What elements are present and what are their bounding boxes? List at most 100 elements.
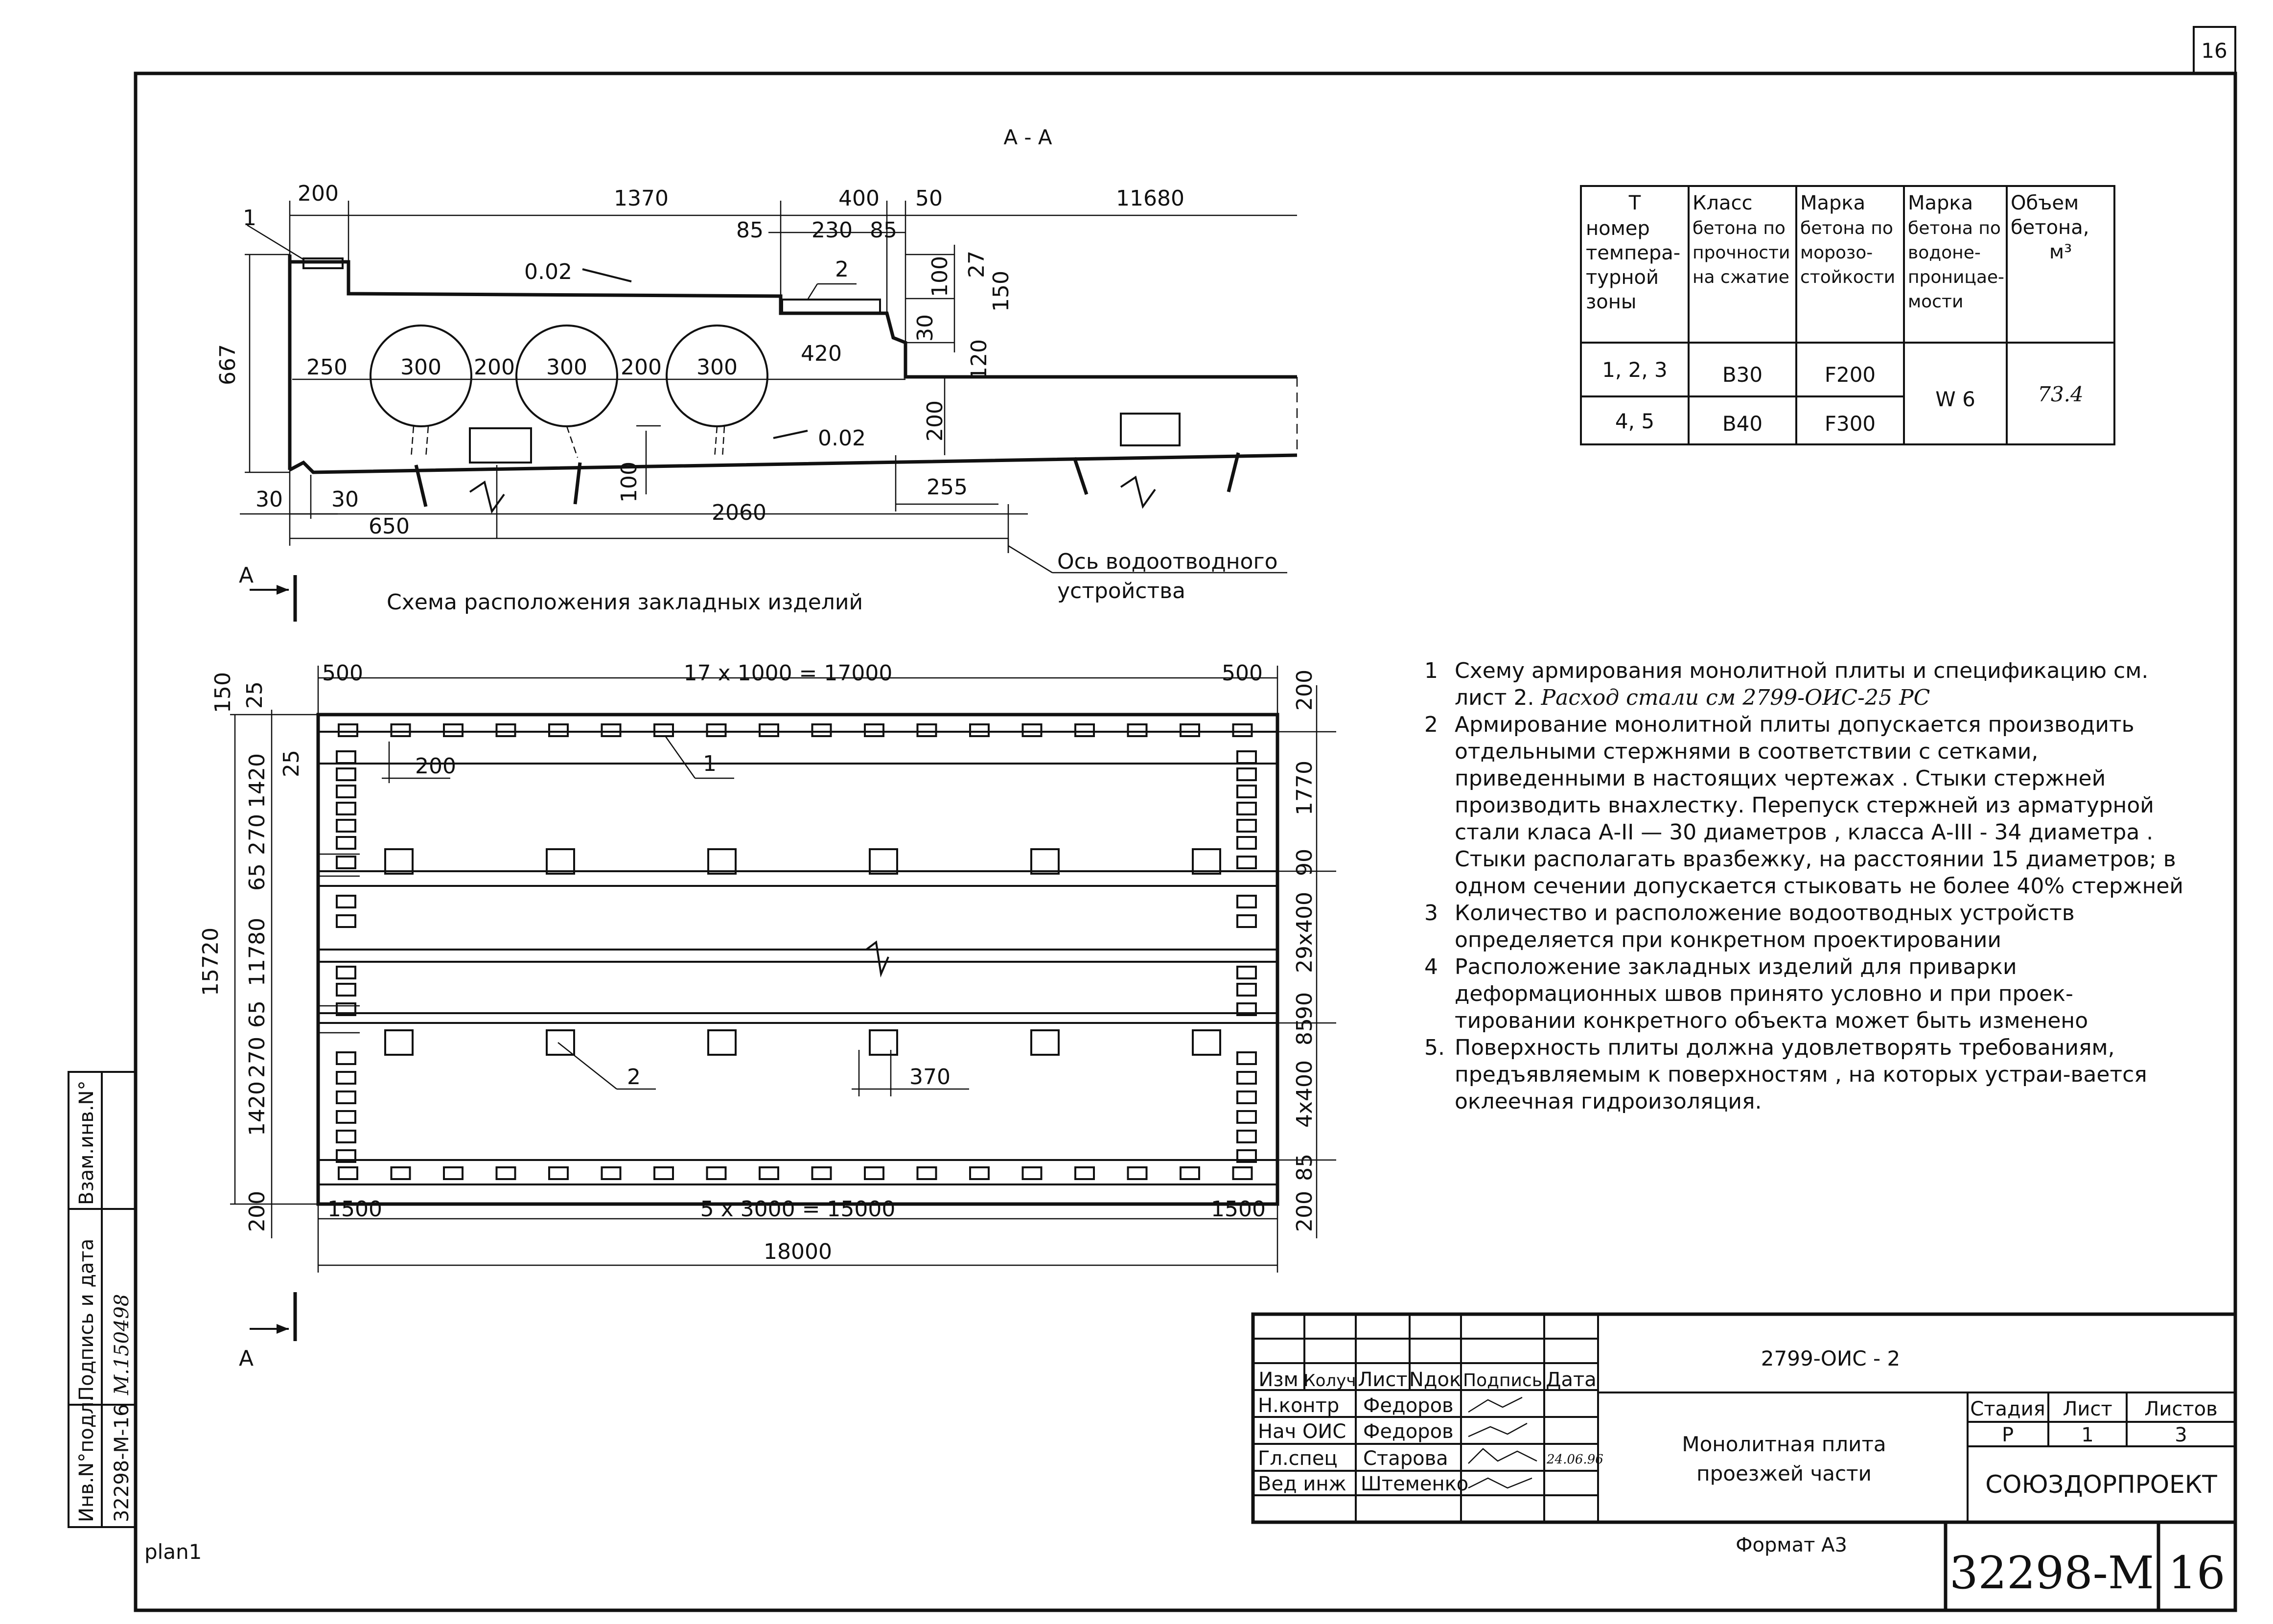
- svg-text:85: 85: [1292, 1018, 1317, 1045]
- embedded-plate-edge: [336, 1071, 356, 1085]
- signature-scribbles: [1468, 1396, 1537, 1489]
- svg-text:65: 65: [245, 863, 270, 891]
- svg-text:24.06.96: 24.06.96: [1546, 1452, 1603, 1467]
- embedded-plate-edge: [336, 750, 356, 764]
- embedded-plate-2: [546, 1029, 575, 1056]
- embedded-plate-edge: [1236, 767, 1257, 781]
- svg-text:прочности: прочности: [1693, 243, 1790, 263]
- svg-text:0.02: 0.02: [818, 426, 866, 451]
- svg-text:85: 85: [870, 218, 897, 243]
- svg-text:мости: мости: [1908, 292, 1963, 312]
- svg-text:500: 500: [322, 661, 363, 686]
- embedded-plate-edge: [336, 819, 356, 833]
- svg-text:100: 100: [617, 462, 642, 503]
- embedded-plate-1: [653, 723, 674, 737]
- svg-text:Лист: Лист: [1358, 1369, 1407, 1391]
- vzam-label: Взам.инв.N°: [75, 1081, 98, 1205]
- svg-text:м³: м³: [2049, 241, 2072, 263]
- svg-text:турной: турной: [1586, 266, 1659, 289]
- concrete-table: [1580, 185, 2115, 445]
- sign-value: М.150498: [111, 1294, 133, 1395]
- embedded-plate-edge: [1236, 983, 1257, 997]
- embedded-plate-edge: [1236, 819, 1257, 833]
- embedded-plate-edge: [336, 1110, 356, 1124]
- svg-text:морозо-: морозо-: [1800, 243, 1873, 263]
- svg-text:90: 90: [1292, 849, 1317, 876]
- svg-text:200: 200: [1292, 1191, 1317, 1232]
- svg-text:бетона,: бетона,: [2011, 216, 2089, 239]
- embedded-plate-1: [969, 1166, 990, 1180]
- embedded-plate-edge: [1236, 785, 1257, 798]
- svg-text:Стадия: Стадия: [1970, 1398, 2045, 1420]
- embedded-plate-edge: [1236, 1002, 1257, 1016]
- svg-text:2060: 2060: [712, 500, 766, 525]
- embedded-plate-1: [1127, 723, 1148, 737]
- embedded-plate-edge: [336, 914, 356, 928]
- embedded-plate-1: [548, 1166, 569, 1180]
- plan-tag: plan1: [144, 1540, 202, 1564]
- embedded-plate-2: [869, 1029, 898, 1056]
- svg-text:номер: номер: [1586, 217, 1650, 240]
- drawing-title-line2: проезжей части: [1696, 1462, 1872, 1485]
- embedded-plate-1: [390, 723, 411, 737]
- svg-text:Нач ОИС: Нач ОИС: [1258, 1420, 1346, 1443]
- svg-text:1, 2, 3: 1, 2, 3: [1602, 358, 1668, 382]
- section-cut-label-bottom: А: [239, 1346, 254, 1371]
- svg-text:15720: 15720: [198, 928, 223, 996]
- embedded-plate-1: [916, 1166, 937, 1180]
- embedded-plate-edge: [336, 802, 356, 815]
- embedded-plate-edge: [336, 966, 356, 979]
- embedded-plate-1: [916, 723, 937, 737]
- svg-text:Колуч: Колуч: [1304, 1371, 1356, 1391]
- svg-text:водоне-: водоне-: [1908, 243, 1981, 263]
- svg-text:650: 650: [369, 514, 410, 539]
- svg-text:1: 1: [243, 206, 256, 231]
- svg-text:90: 90: [1292, 992, 1317, 1020]
- svg-text:250: 250: [306, 355, 348, 380]
- svg-text:25: 25: [242, 681, 267, 709]
- svg-text:2: 2: [627, 1065, 641, 1090]
- svg-text:1: 1: [2081, 1424, 2093, 1446]
- svg-text:1370: 1370: [614, 186, 669, 211]
- concrete-table-text: Т номер темпера- турной зоны Класс бетон…: [1586, 192, 2089, 436]
- embedded-plate-1: [1021, 723, 1043, 737]
- drawing-title-line1: Монолитная плита: [1682, 1432, 1886, 1456]
- svg-text:Гл.спец: Гл.спец: [1258, 1447, 1338, 1470]
- svg-text:200: 200: [621, 355, 662, 380]
- svg-text:темпера-: темпера-: [1586, 242, 1680, 264]
- page-number: 16: [2168, 1547, 2225, 1599]
- svg-text:бетона по: бетона по: [1693, 218, 1786, 238]
- svg-text:200: 200: [298, 181, 339, 206]
- doc-number: 32298-М: [1949, 1547, 2154, 1599]
- svg-text:Н.контр: Н.контр: [1258, 1394, 1339, 1417]
- embedded-plate-2: [1030, 1029, 1060, 1056]
- svg-text:F200: F200: [1825, 363, 1876, 387]
- embedded-plate-1: [759, 723, 779, 737]
- svg-text:1500: 1500: [1211, 1197, 1266, 1222]
- plan-drawing: [316, 713, 1279, 1206]
- section-caption: Схема расположения закладных изделий: [387, 590, 863, 615]
- svg-text:27: 27: [964, 251, 989, 278]
- embedded-plate-1: [811, 1166, 832, 1180]
- svg-text:30: 30: [913, 314, 938, 342]
- embedded-plate-1: [548, 723, 569, 737]
- svg-text:стойкости: стойкости: [1800, 267, 1895, 287]
- organization: СОЮЗДОРПРОЕКТ: [1985, 1470, 2217, 1499]
- embedded-plate-edge: [336, 1002, 356, 1016]
- svg-text:100: 100: [928, 256, 952, 297]
- embedded-plate-edge: [336, 895, 356, 908]
- svg-text:В30: В30: [1722, 363, 1763, 387]
- embedded-plate-edge: [1236, 1090, 1257, 1104]
- embedded-plate-edge: [336, 1051, 356, 1065]
- embedded-plate-edge: [1236, 836, 1257, 850]
- svg-text:120: 120: [967, 339, 992, 380]
- svg-text:5 x 3000 = 15000: 5 x 3000 = 15000: [700, 1197, 896, 1222]
- svg-text:270: 270: [245, 814, 270, 855]
- title-block-text: 2799-ОИС - 2 Изм Колуч Лист Nдок Подпись…: [144, 1346, 2226, 1599]
- embedded-plate-edge: [336, 836, 356, 850]
- svg-text:230: 230: [812, 218, 853, 243]
- svg-text:Nдок: Nдок: [1409, 1369, 1461, 1391]
